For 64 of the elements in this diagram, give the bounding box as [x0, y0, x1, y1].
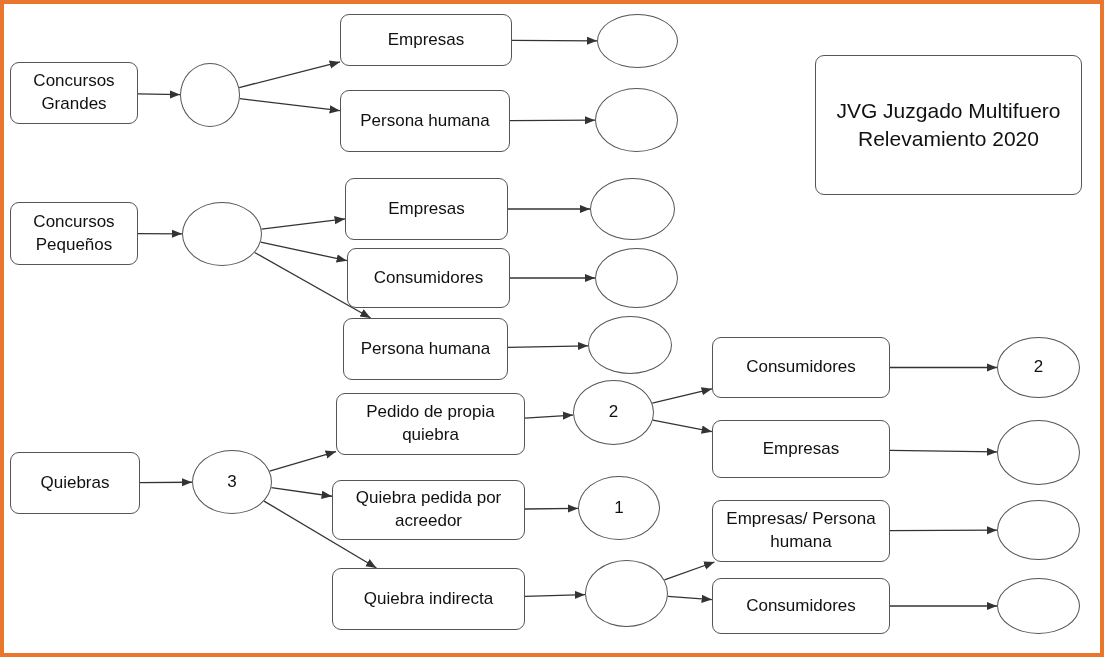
- arrow: [524, 504, 579, 513]
- arrow: [507, 341, 589, 351]
- process-box: [712, 500, 890, 562]
- arrow: [651, 387, 713, 404]
- title-box: [815, 55, 1082, 195]
- arrow: [270, 486, 333, 499]
- arrow: [239, 97, 341, 114]
- process-box: [10, 452, 140, 514]
- arrow: [254, 251, 372, 319]
- arrow: [268, 450, 337, 472]
- node-label: Pedido de propia quiebra: [365, 401, 496, 446]
- arrow: [889, 526, 998, 535]
- process-box: [343, 318, 508, 380]
- arrow: [663, 561, 716, 581]
- arrow: [263, 500, 378, 569]
- node-label: 3: [227, 470, 237, 493]
- circle-node: [180, 63, 240, 127]
- arrow: [667, 594, 713, 604]
- arrow: [507, 204, 591, 214]
- arrow: [889, 447, 998, 456]
- arrow: [260, 216, 346, 230]
- process-box: [340, 90, 510, 152]
- arrow: [524, 411, 574, 420]
- arrow: [137, 229, 183, 238]
- node-label: Concursos Grandes: [32, 70, 116, 115]
- node-label: Empresas: [388, 197, 465, 220]
- arrow: [260, 241, 348, 263]
- arrow: [137, 90, 181, 99]
- process-box: [712, 578, 890, 634]
- node-label: Quiebras: [40, 471, 110, 494]
- node-label: Quiebra indirecta: [363, 587, 494, 610]
- arrow: [889, 363, 998, 372]
- node-label: Consumidores: [373, 266, 484, 289]
- process-box: [10, 202, 138, 265]
- arrow: [509, 273, 596, 283]
- node-label: Persona humana: [360, 109, 490, 132]
- arrow: [139, 478, 193, 487]
- arrow: [238, 60, 341, 89]
- node-label: Consumidores: [746, 594, 856, 617]
- node-label: Persona humana: [360, 337, 491, 360]
- process-box: [10, 62, 138, 124]
- node-label: Empresas: [387, 28, 465, 51]
- node-label: Consumidores: [746, 356, 856, 379]
- node-label: Empresas/ Persona humana: [725, 508, 877, 553]
- node-label: 2: [608, 401, 619, 424]
- arrow: [509, 116, 596, 125]
- arrow: [524, 590, 586, 600]
- process-box: [332, 480, 525, 540]
- node-label: Empresas: [762, 437, 840, 460]
- node-label: JVG Juzgado Multifuero Relevamiento 2020: [835, 97, 1062, 152]
- process-box: [345, 178, 508, 240]
- arrow: [652, 419, 713, 434]
- arrow: [511, 36, 598, 45]
- process-box: [340, 14, 512, 66]
- process-box: [332, 568, 525, 630]
- process-box: [347, 248, 510, 308]
- node-label: 2: [1033, 356, 1044, 379]
- arrow: [889, 601, 998, 611]
- node-label: 1: [614, 496, 624, 519]
- node-label: Concursos Pequeños: [32, 210, 116, 256]
- node-label: Quiebra pedida por acreedor: [354, 487, 503, 532]
- process-box: [712, 337, 890, 398]
- process-box: [712, 420, 890, 478]
- process-box: [336, 393, 525, 455]
